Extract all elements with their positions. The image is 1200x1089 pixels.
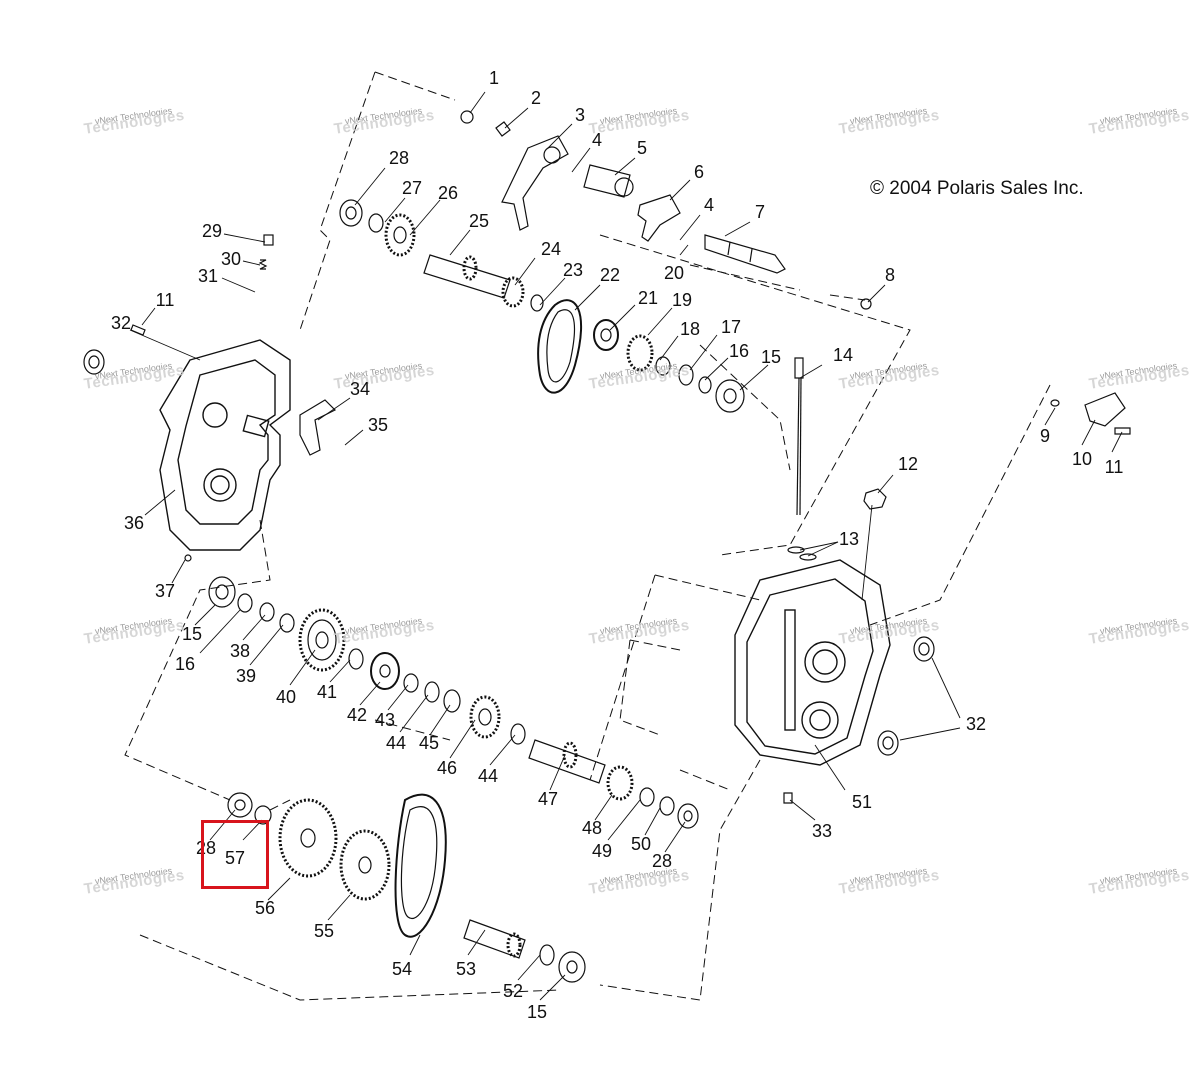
part-label[interactable]: 2: [530, 88, 542, 108]
part-label[interactable]: 28: [388, 148, 410, 168]
part-label[interactable]: 27: [401, 178, 423, 198]
part-label[interactable]: 49: [591, 841, 613, 861]
part-label[interactable]: 51: [851, 792, 873, 812]
part-label[interactable]: 35: [367, 415, 389, 435]
part-label[interactable]: 18: [679, 319, 701, 339]
part-label[interactable]: 44: [477, 766, 499, 786]
part-case-cover-36: [159, 339, 291, 551]
part-label[interactable]: 46: [436, 758, 458, 778]
part-label[interactable]: 45: [418, 733, 440, 753]
part-label[interactable]: 32: [965, 714, 987, 734]
part-label[interactable]: 37: [154, 581, 176, 601]
part-dipstick-14: [794, 357, 804, 379]
part-label[interactable]: 48: [581, 818, 603, 838]
part-label[interactable]: 40: [275, 687, 297, 707]
part-label[interactable]: 12: [897, 454, 919, 474]
part-shift-fork-hub: [543, 146, 561, 164]
part-label[interactable]: 24: [540, 239, 562, 259]
part-label[interactable]: 10: [1071, 449, 1093, 469]
part-label[interactable]: 22: [599, 265, 621, 285]
part-label[interactable]: 52: [502, 981, 524, 1001]
part-plate-10: [1084, 392, 1126, 427]
part-label[interactable]: 55: [313, 921, 335, 941]
part-label[interactable]: 26: [437, 183, 459, 203]
part-label[interactable]: 44: [385, 733, 407, 753]
part-label[interactable]: 13: [838, 529, 860, 549]
part-label[interactable]: 4: [591, 130, 603, 150]
part-gear-26: [384, 213, 416, 257]
part-label[interactable]: 31: [197, 266, 219, 286]
part-label[interactable]: 36: [123, 513, 145, 533]
part-label[interactable]: 19: [671, 290, 693, 310]
part-label[interactable]: 11: [155, 290, 175, 310]
part-label[interactable]: 4: [703, 195, 715, 215]
part-label[interactable]: 8: [884, 265, 896, 285]
part-label[interactable]: 34: [349, 379, 371, 399]
part-shaft-53: [463, 919, 526, 959]
part-label[interactable]: 28: [651, 851, 673, 871]
part-shaft-25: [423, 254, 511, 299]
copyright-notice: © 2004 Polaris Sales Inc.: [870, 178, 1084, 199]
part-label[interactable]: 50: [630, 834, 652, 854]
part-label[interactable]: 42: [346, 705, 368, 725]
part-shaft-end: [614, 177, 634, 197]
part-shaft-7: [704, 234, 786, 274]
part-label[interactable]: 54: [391, 959, 413, 979]
part-gear-40: [298, 608, 346, 672]
highlighted-part-box[interactable]: [201, 820, 269, 889]
part-label[interactable]: 21: [637, 288, 659, 308]
part-label[interactable]: 23: [562, 260, 584, 280]
part-label[interactable]: 33: [811, 821, 833, 841]
part-chain-54: [394, 793, 447, 938]
part-label[interactable]: 7: [754, 202, 766, 222]
part-fork-6: [637, 194, 681, 242]
part-shift-fork-3: [501, 135, 569, 231]
part-shaft-47: [528, 739, 606, 784]
part-label[interactable]: 29: [201, 221, 223, 241]
part-label[interactable]: 11: [1104, 457, 1124, 477]
part-label[interactable]: 15: [181, 624, 203, 644]
part-label[interactable]: 53: [455, 959, 477, 979]
part-label[interactable]: 17: [720, 317, 742, 337]
part-label[interactable]: 16: [728, 341, 750, 361]
part-label[interactable]: 9: [1039, 426, 1051, 446]
part-label[interactable]: 57: [224, 848, 246, 868]
part-label[interactable]: 5: [636, 138, 648, 158]
part-label[interactable]: 43: [374, 710, 396, 730]
part-label[interactable]: 28: [195, 838, 217, 858]
part-label[interactable]: 56: [254, 898, 276, 918]
part-label[interactable]: 30: [220, 249, 242, 269]
part-gear-56: [278, 798, 338, 878]
part-label[interactable]: 20: [663, 263, 685, 283]
part-gear-55: [339, 829, 391, 901]
part-label[interactable]: 39: [235, 666, 257, 686]
part-label[interactable]: 1: [488, 68, 500, 88]
part-label[interactable]: 15: [760, 347, 782, 367]
part-label[interactable]: 15: [526, 1002, 548, 1022]
part-label[interactable]: 6: [693, 162, 705, 182]
part-label[interactable]: 32: [110, 313, 132, 333]
assembly-dashed-lines: [124, 71, 1051, 1001]
part-nut-1: [460, 110, 474, 124]
part-label[interactable]: 38: [229, 641, 251, 661]
part-bracket-34: [299, 399, 337, 456]
part-label[interactable]: 16: [174, 654, 196, 674]
leader-lines: [129, 91, 1123, 1001]
part-case-51: [734, 559, 891, 766]
part-label[interactable]: 14: [832, 345, 854, 365]
part-chain-22: [537, 299, 583, 394]
part-label[interactable]: 41: [316, 682, 338, 702]
part-clip-2: [495, 121, 511, 137]
part-label[interactable]: 47: [537, 789, 559, 809]
part-label[interactable]: 25: [468, 211, 490, 231]
part-gear-46: [469, 695, 501, 739]
part-shaft-5: [583, 164, 631, 198]
part-label[interactable]: 3: [574, 105, 586, 125]
